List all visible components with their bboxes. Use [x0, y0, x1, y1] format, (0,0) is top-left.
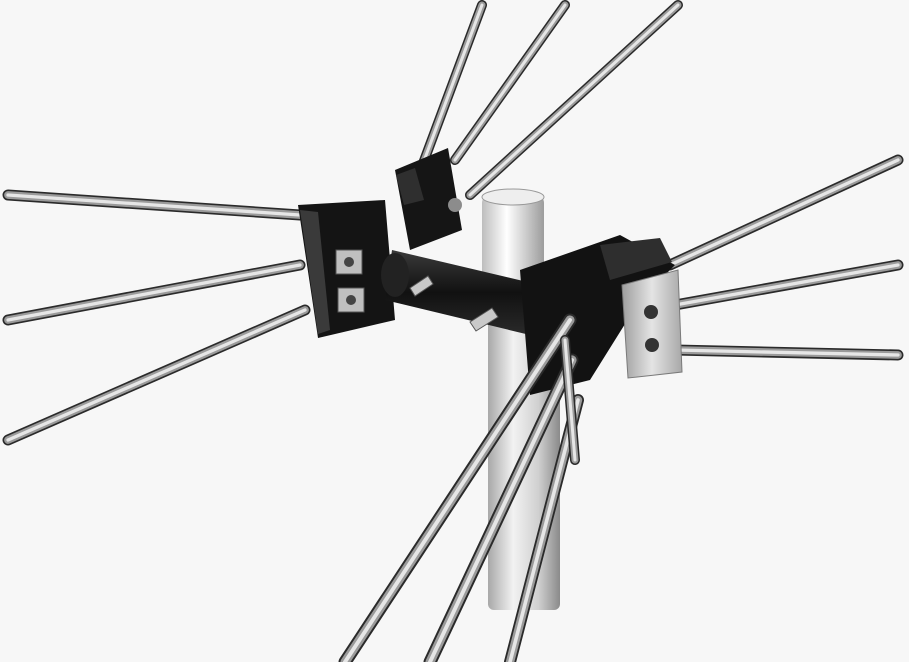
antenna-rod — [6, 263, 302, 322]
rods-front — [338, 313, 584, 662]
center-boom — [381, 250, 540, 335]
bolt-hole-icon — [645, 338, 659, 352]
bolt-hole-icon — [644, 305, 658, 319]
antenna-rod — [563, 338, 577, 462]
bolt-head-icon — [346, 295, 356, 305]
antenna-rod — [6, 193, 302, 217]
wing-nut-icon — [469, 307, 499, 332]
right-bracket — [621, 269, 683, 379]
antenna-rod — [673, 348, 900, 357]
antenna-rod — [428, 358, 574, 662]
bolt-head-icon — [448, 198, 462, 212]
antenna-rod — [413, 3, 484, 187]
antenna-rod — [668, 158, 900, 267]
rods-back — [2, 0, 904, 446]
antenna-rod — [508, 398, 580, 662]
antenna-rod — [453, 3, 567, 162]
upper-clamp-block — [395, 148, 462, 250]
antenna-rod — [468, 3, 680, 197]
right-clamp-block — [520, 235, 675, 395]
bolt-head-icon — [344, 257, 354, 267]
antenna-rod — [343, 318, 572, 662]
wing-nut-icon — [409, 275, 434, 297]
antenna-rod — [673, 263, 900, 307]
left-clamp-block — [298, 200, 395, 338]
antenna-rod — [6, 308, 307, 442]
